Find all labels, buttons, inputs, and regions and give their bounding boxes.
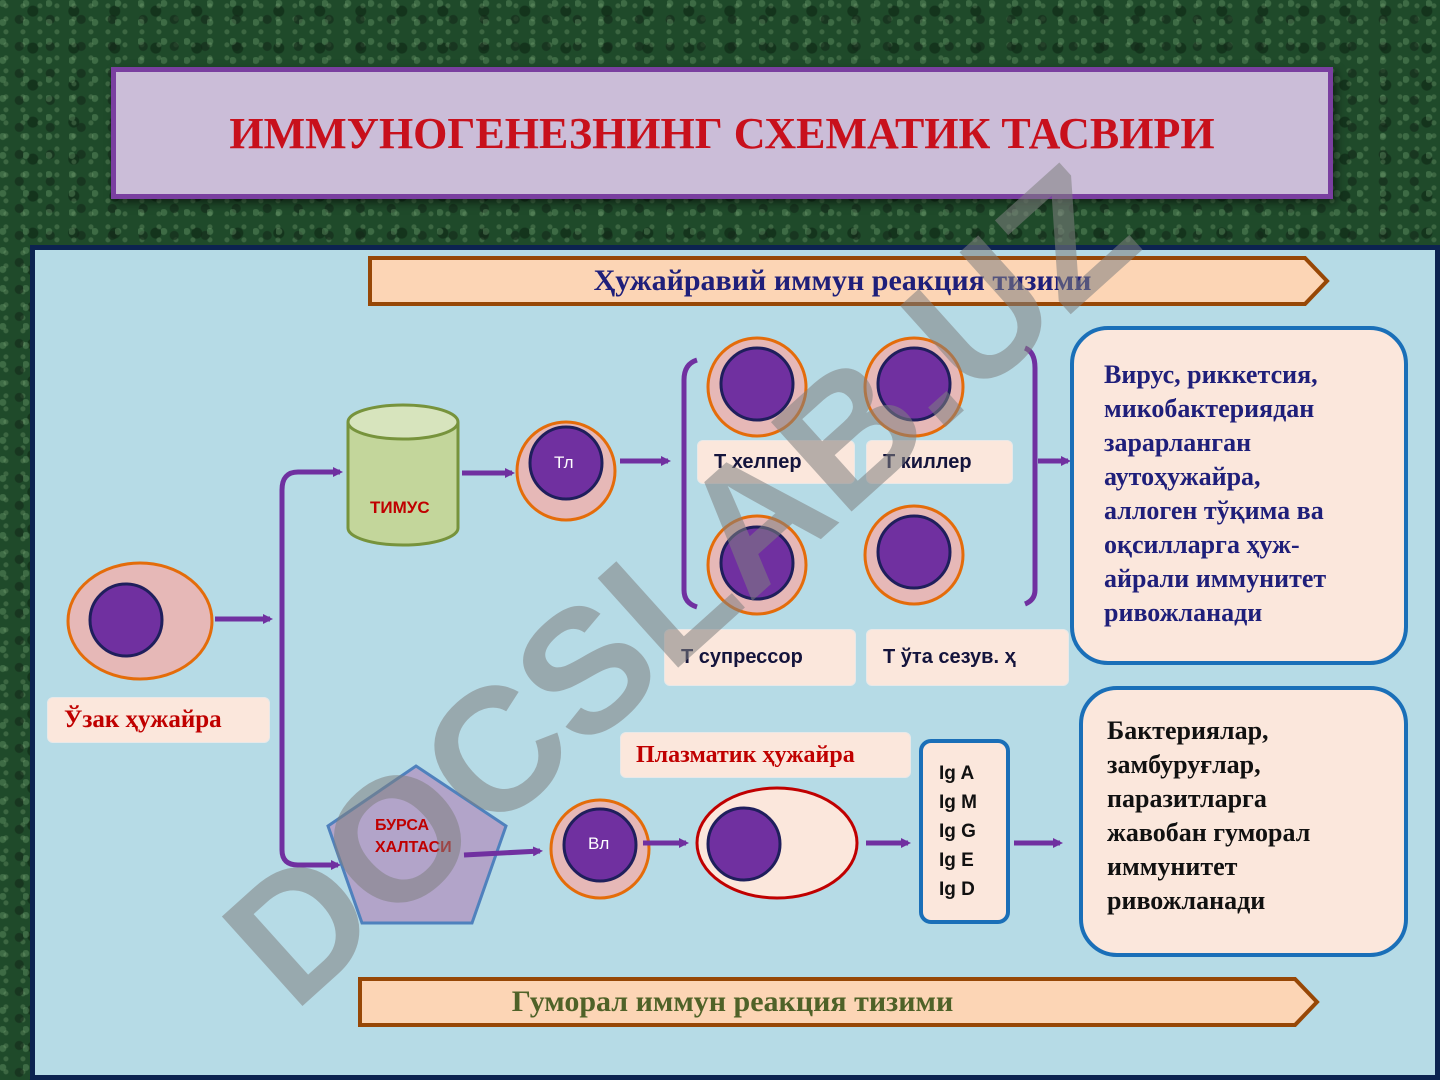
t-hypersens-label: Т ўта сезув. ҳ [883, 646, 1016, 668]
branch-connector [279, 469, 341, 870]
cellular-info-line: оқсилларга ҳуж- [1104, 530, 1300, 559]
t-hypersensitivity-cell [863, 504, 965, 606]
t-helper-label-box: Т хелпер [697, 440, 855, 484]
t-killer-cell [863, 336, 965, 438]
ig-d: Ig D [939, 879, 975, 900]
humoral-banner-text: Гуморал иммун реакция тизими [511, 985, 954, 1018]
humoral-info-line: ривожланади [1107, 886, 1266, 915]
ig-m: Ig M [939, 792, 977, 813]
left-bracket [681, 357, 698, 610]
bl-label: Вл [588, 834, 610, 853]
bursa-pentagon [326, 764, 508, 925]
t-helper-cell [706, 336, 808, 438]
tl-label: Тл [554, 453, 574, 472]
t-helper-label: Т хелпер [714, 450, 802, 473]
cellular-banner-shape [368, 256, 1330, 306]
cellular-info-line: ривожланади [1104, 598, 1263, 627]
thymus-cylinder [346, 403, 460, 547]
bursa-label-line-1: БУРСА [375, 817, 430, 834]
ig-g: Ig G [939, 821, 976, 842]
plasma-cell-nucleus [706, 806, 782, 882]
cellular-info-line: айрали иммунитет [1104, 564, 1327, 593]
ig-a: Ig A [939, 763, 975, 784]
cellular-info-line: зарарланган [1104, 428, 1252, 457]
stem-cell-label-box: Ўзак ҳужайра [47, 697, 270, 743]
plasma-cell-label: Плазматик ҳужайра [636, 741, 855, 768]
cellular-info-line: микобактериядан [1104, 394, 1315, 423]
page-title: ИММУНОГЕНЕЗНИНГ СХЕМАТИК ТАСВИРИ [229, 108, 1215, 158]
t-killer-label-box: Т киллер [866, 440, 1013, 484]
t-hypersens-label-box: Т ўта сезув. ҳ [866, 629, 1069, 686]
title-box: ИММУНОГЕНЕЗНИНГ СХЕМАТИК ТАСВИРИ [111, 67, 1333, 199]
humoral-info-line: замбуруғлар, [1107, 750, 1261, 779]
cellular-info-line: Вирус, риккетсия, [1104, 360, 1318, 389]
ig-e: Ig E [939, 850, 974, 871]
immunoglobulin-box: Ig A Ig M Ig G Ig E Ig D [919, 739, 1010, 924]
humoral-banner: Гуморал иммун реакция тизими [360, 979, 1105, 1025]
tl-cell-nucleus [528, 425, 604, 501]
cellular-banner: Ҳужайравий иммун реакция тизими [370, 258, 1315, 304]
arrow-bursa-to-bl [463, 846, 543, 858]
humoral-info-line: иммунитет [1107, 852, 1238, 881]
bl-cell-nucleus [562, 807, 638, 883]
right-bracket [1023, 345, 1038, 607]
stem-cell-nucleus [88, 582, 164, 658]
t-suppressor-label-box: Т супрессор [664, 629, 856, 686]
cellular-info-line: аллоген тўқима ва [1104, 496, 1324, 525]
cellular-info-line: аутоҳужайра, [1104, 462, 1261, 491]
humoral-info-line: Бактериялар, [1107, 716, 1269, 745]
humoral-banner-shape [358, 977, 1320, 1027]
cellular-banner-text: Ҳужайравий иммун реакция тизими [593, 264, 1092, 297]
thymus-label: ТИМУС [370, 498, 430, 517]
cellular-info-box: Вирус, риккетсия, микобактериядан зарарл… [1070, 326, 1408, 665]
humoral-info-line: паразитларга [1107, 784, 1267, 813]
t-suppressor-cell [706, 514, 808, 616]
bursa-label: БУРСА ХАЛТАСИ [375, 815, 452, 859]
stem-cell-label: Ўзак ҳужайра [64, 706, 222, 733]
humoral-info-box: Бактериялар, замбуруғлар, паразитларга ж… [1079, 686, 1408, 957]
plasma-cell-label-box: Плазматик ҳужайра [620, 732, 911, 778]
t-suppressor-label: Т супрессор [681, 646, 803, 668]
bursa-label-line-2: ХАЛТАСИ [375, 839, 452, 856]
t-killer-label: Т киллер [883, 450, 972, 473]
humoral-info-line: жавобан гуморал [1107, 818, 1311, 847]
